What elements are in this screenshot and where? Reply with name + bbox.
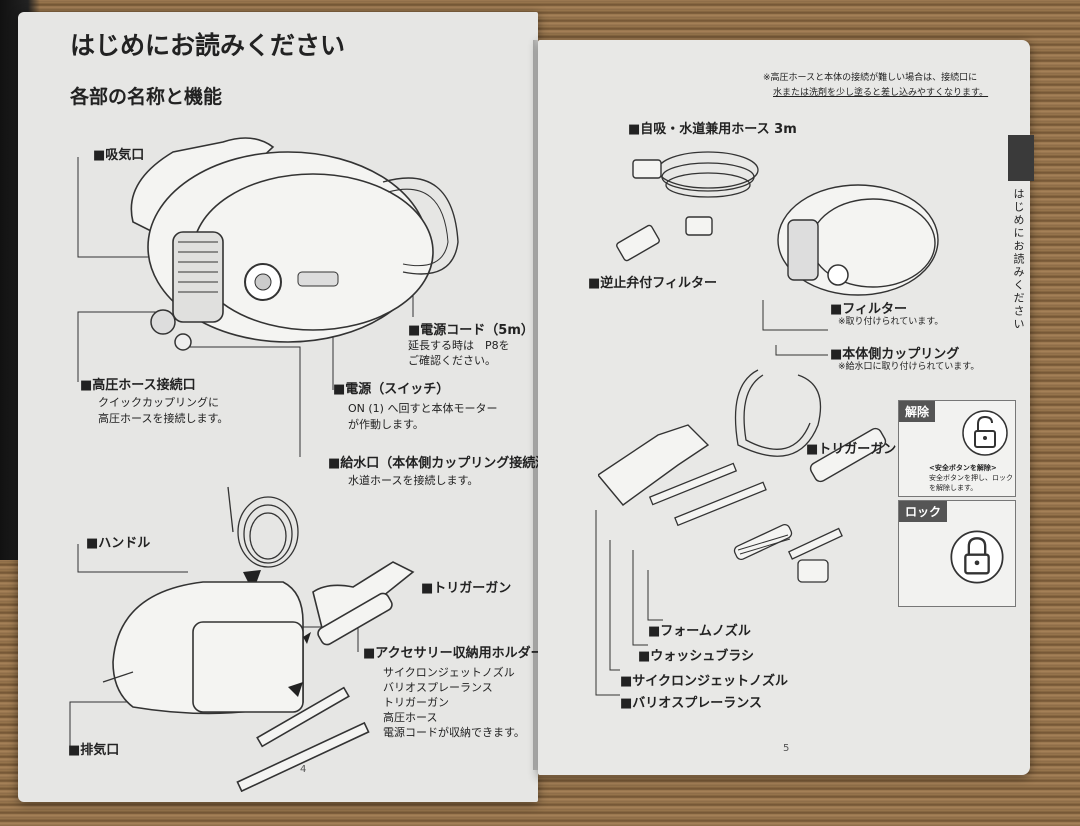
label-trigger-gun-left: ■トリガーガン (421, 581, 512, 596)
label-hp-hose-port: ■高圧ホース接続口 (80, 378, 196, 393)
label-trigger-gun-right: ■トリガーガン (806, 442, 897, 457)
power-cord-note1: 延長する時は P8を (408, 339, 510, 352)
unlock-caption1: <安全ボタンを解除> (929, 464, 997, 472)
lock-panel: ロック (898, 500, 1016, 607)
page-title: はじめにお読みください (70, 31, 346, 60)
holder-item-5: 電源コードが収納できます。 (383, 726, 525, 739)
side-tab (1008, 135, 1034, 181)
section-title: 各部の名称と機能 (70, 86, 223, 108)
accessories-illustration (648, 462, 843, 583)
coupling-note: ※給水口に取り付けられています。 (838, 362, 980, 372)
power-cord-note2: ご確認ください。 (408, 354, 496, 367)
right-page: ※高圧ホースと本体の接続が難しい場合は、接続口に 水または洗剤を少し塗ると差し込… (538, 40, 1034, 775)
label-water-inlet: ■給水口（本体側カップリング接続済み） (328, 456, 575, 471)
right-leader-lines (595, 300, 828, 696)
holder-item-4: 高圧ホース (383, 711, 438, 724)
holder-item-3: トリガーガン (383, 696, 449, 709)
right-parts-illustration (598, 151, 939, 506)
label-coupling: ■本体側カップリング (830, 347, 960, 362)
label-foam-nozzle: ■フォームノズル (648, 624, 751, 639)
water-inlet-note: 水道ホースを接続します。 (348, 474, 479, 487)
lock-icon (950, 530, 1004, 584)
page-number-right: 5 (783, 743, 790, 754)
hp-hose-note2: 高圧ホースを接続します。 (98, 412, 229, 425)
unlock-caption2: 安全ボタンを押し、ロック (929, 474, 1013, 482)
page-number-left: 4 (300, 764, 307, 775)
label-cyclone-nozzle: ■サイクロンジェットノズル (620, 674, 789, 689)
washer-accessories-illustration (102, 486, 415, 792)
label-handle: ■ハンドル (86, 536, 151, 551)
power-switch-note1: ON (1) へ回すと本体モーター (348, 402, 498, 415)
label-power-switch: ■電源（スイッチ） (333, 382, 450, 397)
unlock-panel: 解除 <安全ボタンを解除> 安全ボタンを押し、ロック を解除します。 (898, 400, 1016, 497)
label-check-filter: ■逆止弁付フィルター (588, 276, 718, 291)
label-filter: ■フィルター (830, 302, 908, 317)
holder-item-1: サイクロンジェットノズル (383, 666, 515, 679)
holder-item-2: バリオスプレーランス (383, 681, 493, 694)
left-page: はじめにお読みください 各部の名称と機能 (18, 12, 574, 802)
note-line1: ※高圧ホースと本体の接続が難しい場合は、接続口に (763, 73, 978, 83)
label-wash-brush: ■ウォッシュブラシ (638, 649, 755, 664)
filter-note: ※取り付けられています。 (838, 317, 944, 327)
lock-label: ロック (899, 501, 948, 522)
label-intake: ■吸気口 (93, 148, 145, 163)
label-vario-lance: ■バリオスプレーランス (620, 696, 763, 711)
pressure-washer-illustration (130, 137, 459, 351)
note-line2: 水または洗剤を少し塗ると差し込みやすくなります。 (773, 88, 989, 98)
power-switch-note2: が作動します。 (348, 418, 424, 431)
unlock-label: 解除 (899, 401, 936, 422)
unlock-icon (962, 410, 1008, 456)
unlock-caption3: を解除します。 (929, 484, 978, 492)
side-tab-text: はじめにお読みください (1012, 188, 1025, 331)
label-exhaust: ■排気口 (68, 743, 120, 758)
hp-hose-note1: クイックカップリングに (98, 396, 219, 409)
label-power-cord: ■電源コード（5m） (408, 323, 534, 338)
label-accessory-holder: ■アクセサリー収納用ホルダー (363, 646, 544, 661)
label-hose: ■自吸・水道兼用ホース 3m (628, 122, 797, 137)
